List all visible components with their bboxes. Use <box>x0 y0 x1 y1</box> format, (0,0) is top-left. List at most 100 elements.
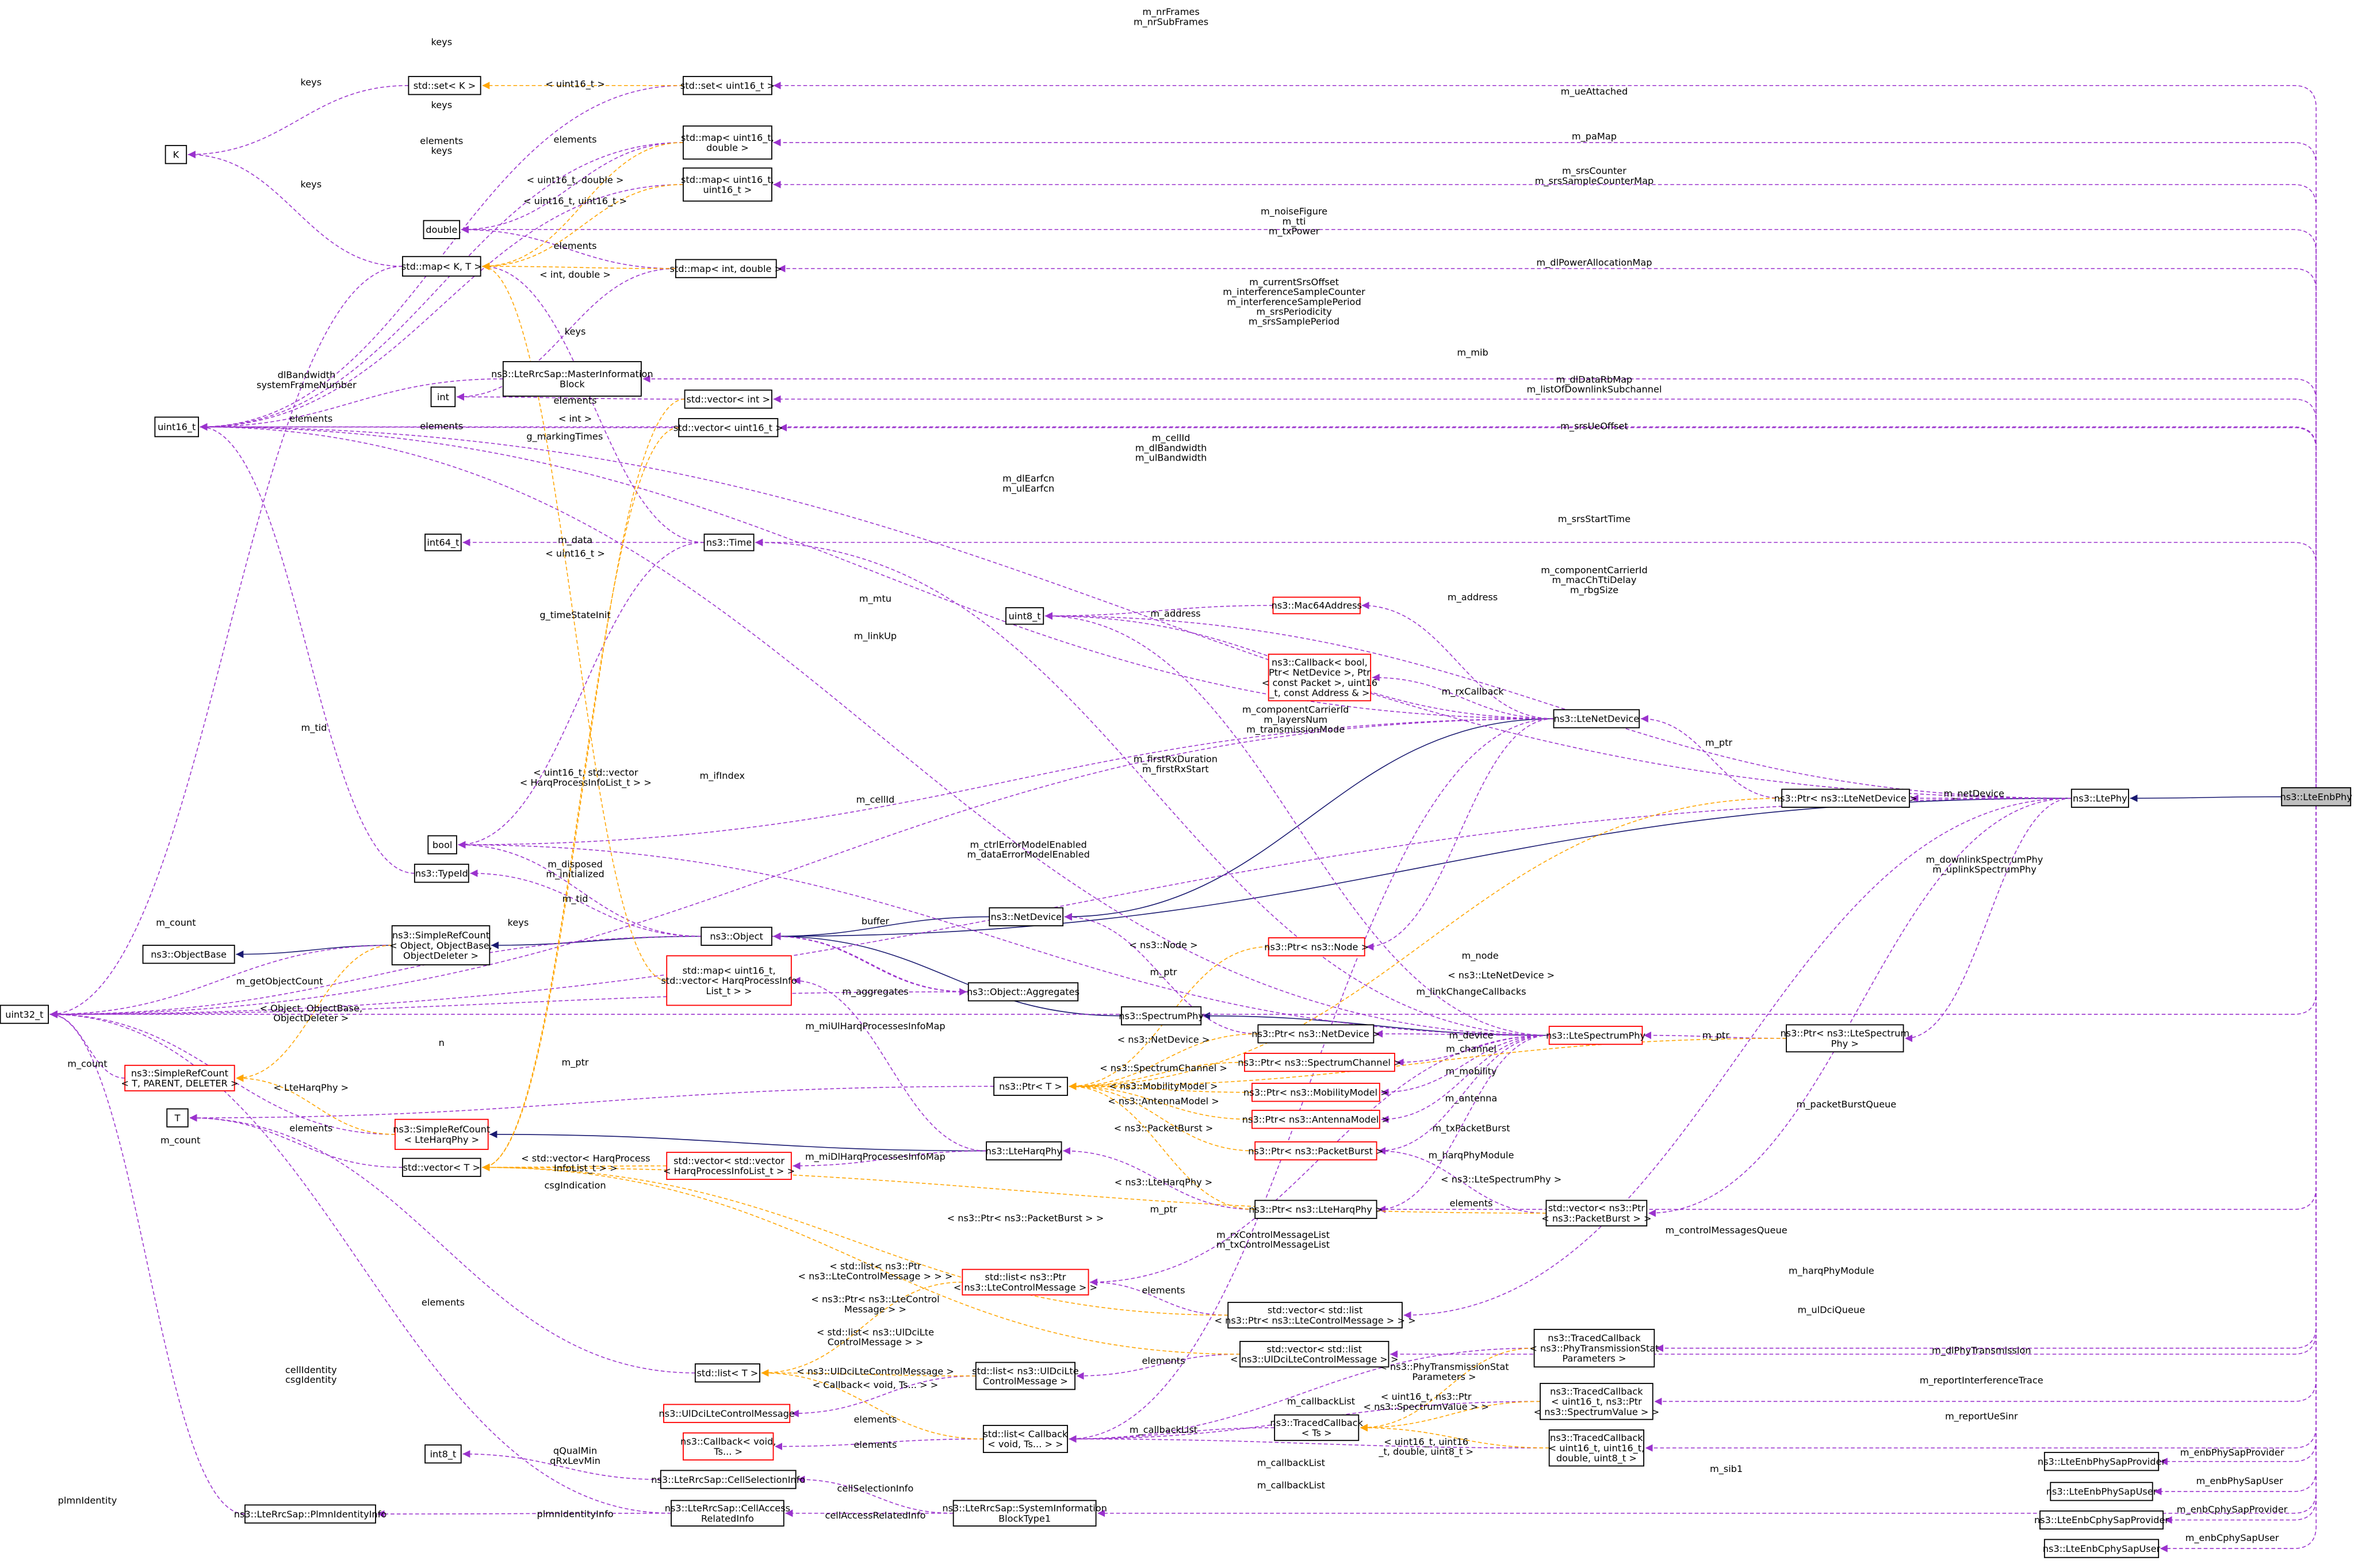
class-node-traced[interactable]: ns3::TracedCallback< Ts > <box>1270 1414 1364 1442</box>
edge-label-line: csgIdentity <box>285 1374 337 1385</box>
class-node-uint8[interactable]: uint8_t <box>1005 607 1044 625</box>
class-node--t[interactable]: T <box>166 1108 189 1128</box>
usage-edge-enbphy-to-mapU16U16 <box>773 181 2317 788</box>
usage-edge-enbphy-to-sapProv <box>2160 806 2317 1466</box>
node-label: uint32_t <box>5 1009 43 1021</box>
node-label: ns3::LteEnbPhySapUser <box>2046 1486 2157 1497</box>
class-node-ptr-mob[interactable]: ns3::Ptr< ns3::MobilityModel > <box>1243 1083 1388 1102</box>
class-node-int8[interactable]: int8_t <box>424 1444 462 1464</box>
class-node-sib1[interactable]: ns3::LteRrcSap::SystemInformationBlockTy… <box>942 1500 1107 1527</box>
class-node-ptr-lte-spec-phy[interactable]: ns3::Ptr< ns3::LteSpectrumPhy > <box>1780 1024 1909 1053</box>
class-node-cphy-prov[interactable]: ns3::LteEnbCphySapProvider <box>2034 1510 2169 1530</box>
class-node-ptr-harq[interactable]: ns3::Ptr< ns3::LteHarqPhy > <box>1249 1199 1383 1219</box>
class-node-object-base[interactable]: ns3::ObjectBase <box>142 945 235 964</box>
usage-edge-sib1-to-cellSel <box>797 1475 954 1514</box>
class-node-int[interactable]: int <box>430 386 456 408</box>
class-node-set-u16[interactable]: std::set< uint16_t > <box>680 76 775 95</box>
class-node-time[interactable]: ns3::Time <box>703 534 755 551</box>
class-node-vec-vec-harq[interactable]: std::vector< std::vector< HarqProcessInf… <box>663 1152 795 1180</box>
usage-edge-vecListCtrl-to-listCtrl <box>1090 1278 1228 1316</box>
class-node-ptr-net-device[interactable]: ns3::Ptr< ns3::NetDevice > <box>1251 1024 1380 1044</box>
class-node-ltephy[interactable]: ns3::LtePhy <box>2070 788 2129 808</box>
node-label: < T, PARENT, DELETER > <box>121 1078 238 1089</box>
template-edge-ptrAnt-to-ptrT <box>1069 1082 1252 1120</box>
class-node-map-u16-u16[interactable]: std::map< uint16_t,uint16_t > <box>681 167 774 202</box>
node-box <box>1251 1083 1380 1102</box>
class-node-vec-ptr-p-b[interactable]: std::vector< ns3::Ptr< ns3::PacketBurst … <box>1541 1199 1652 1226</box>
node-label: std::vector< ns3::Ptr <box>1548 1203 1645 1214</box>
class-node-enbphy[interactable]: ns3::LteEnbPhy <box>2280 787 2352 807</box>
class-node-src-obj[interactable]: ns3::SimpleRefCount< Object, ObjectBase,… <box>389 925 492 965</box>
class-node-lte-net-dev[interactable]: ns3::LteNetDevice <box>1553 709 1640 729</box>
class-node-map-int-double[interactable]: std::map< int, double > <box>670 259 783 278</box>
class-node-uint32[interactable]: uint32_t <box>0 1005 49 1024</box>
class-node-traced-u16[interactable]: ns3::TracedCallback< uint16_t, uint16_t,… <box>1549 1429 1645 1467</box>
class-node-spectrum-phy[interactable]: ns3::SpectrumPhy <box>1119 1006 1204 1026</box>
class-node-ptr-ant[interactable]: ns3::Ptr< ns3::AntennaModel > <box>1242 1110 1390 1129</box>
class-node-traced-phy-tx[interactable]: ns3::TracedCallback< ns3::PhyTransmissio… <box>1529 1329 1659 1368</box>
class-node-callback-bool[interactable]: ns3::Callback< bool,Ptr< NetDevice >, Pt… <box>1262 653 1377 701</box>
class-node-vec-list-ul-dci[interactable]: std::vector< std::list< ns3::UlDciLteCon… <box>1230 1341 1399 1368</box>
class-node-ptr-node[interactable]: ns3::Ptr< ns3::Node > <box>1264 937 1369 957</box>
node-label: Block <box>560 379 585 390</box>
inheritance-edge-ltephy-to-object <box>773 798 2072 940</box>
class-node-int64[interactable]: int64_t <box>424 534 462 551</box>
edge-label-line: m_count <box>156 917 196 929</box>
class-node-set-k[interactable]: std::set< K > <box>408 76 481 95</box>
class-node-list-callback[interactable]: std::list< Callback< void, Ts... > > <box>982 1425 1068 1453</box>
class-node-net-device[interactable]: ns3::NetDevice <box>989 907 1064 927</box>
class-node-aggregates[interactable]: ns3::Object::Aggregates <box>967 982 1080 1002</box>
usage-edge-lteSpecPhy-to-ptrMob <box>1381 1034 1549 1097</box>
usage-edge-object-to-typeId <box>470 869 702 937</box>
class-node-double[interactable]: double <box>423 220 461 239</box>
class-node-ptr-t[interactable]: ns3::Ptr< T > <box>993 1076 1068 1096</box>
edge-label-line: m_ptr <box>1150 967 1177 978</box>
class-node-type-id[interactable]: ns3::TypeId <box>414 864 469 883</box>
edge-label-line: < ns3::PacketBurst > <box>1114 1123 1214 1134</box>
class-node-lte-spec-phy[interactable]: ns3::LteSpectrumPhy <box>1546 1026 1645 1045</box>
usage-edge-enbphy-to-sapUser <box>2154 806 2317 1496</box>
class-node-list-ctrl[interactable]: std::list< ns3::Ptr< ns3::LteControlMess… <box>954 1268 1097 1295</box>
edge-label-line: systemFrameNumber <box>257 379 357 390</box>
class-node-ptr-spec-chan[interactable]: ns3::Ptr< ns3::SpectrumChannel > <box>1238 1053 1402 1072</box>
class-node-vec-t[interactable]: std::vector< T > <box>402 1157 481 1177</box>
class-node-object[interactable]: ns3::Object <box>701 926 772 946</box>
edge-label-line: m_callbackList <box>1257 1480 1325 1492</box>
class-node-cell-sel[interactable]: ns3::LteRrcSap::CellSelectionInfo <box>651 1470 805 1489</box>
class-node-src-harq[interactable]: ns3::SimpleRefCount< LteHarqPhy > <box>393 1118 490 1150</box>
class-node-ptr-p-b[interactable]: ns3::Ptr< ns3::PacketBurst > <box>1248 1141 1384 1161</box>
class-node-uint16[interactable]: uint16_t <box>154 416 199 438</box>
class-node-vec-list-ctrl[interactable]: std::vector< std::list< ns3::Ptr< ns3::L… <box>1214 1302 1416 1329</box>
class-node-traced-spec[interactable]: ns3::TracedCallback< uint16_t, ns3::Ptr<… <box>1534 1383 1660 1420</box>
class-node-map-k-t[interactable]: std::map< K, T > <box>401 256 482 277</box>
class-node-sap-prov[interactable]: ns3::LteEnbPhySapProvider <box>2038 1452 2166 1471</box>
class-node-callback-void[interactable]: ns3::Callback< void,Ts... > <box>680 1432 776 1461</box>
class-node-vec-u16[interactable]: std::vector< uint16_t > <box>673 418 783 438</box>
class-node-list-ul-dci[interactable]: std::list< ns3::UlDciLteControlMessage > <box>972 1362 1079 1390</box>
class-node-ptr-lte-net-dev[interactable]: ns3::Ptr< ns3::LteNetDevice > <box>1774 788 1917 808</box>
class-node-sap-user[interactable]: ns3::LteEnbPhySapUser <box>2046 1482 2157 1501</box>
edge-label-tLteNetDev: < ns3::LteNetDevice > <box>1448 969 1555 980</box>
node-box <box>0 1005 49 1024</box>
class-node-map-harq[interactable]: std::map< uint16_t,std::vector< HarqProc… <box>661 955 797 1006</box>
class-node-ul-dci[interactable]: ns3::UlDciLteControlMessage <box>659 1404 795 1423</box>
class-node-cphy-user[interactable]: ns3::LteEnbCphySapUser <box>2043 1539 2161 1558</box>
class-node--k[interactable]: K <box>164 145 187 164</box>
edge-label-netDevice: m_netDevice <box>1943 788 2004 800</box>
edge-label-line: cellSelectionInfo <box>837 1483 914 1494</box>
class-node-vec-int[interactable]: std::vector< int > <box>684 389 772 409</box>
class-node-bool[interactable]: bool <box>427 835 457 854</box>
class-node-lte-harq-phy[interactable]: ns3::LteHarqPhy <box>986 1141 1063 1161</box>
class-node-plmn[interactable]: ns3::LteRrcSap::PlmnIdentityInfo <box>234 1504 386 1524</box>
class-node-mac64[interactable]: ns3::Mac64Address <box>1271 596 1362 615</box>
class-node-list-t[interactable]: std::list< T > <box>694 1363 760 1383</box>
edge-label-tInt: < int > <box>558 413 592 424</box>
class-node-src-t[interactable]: ns3::SimpleRefCount< T, PARENT, DELETER … <box>121 1064 238 1092</box>
edge-label-tU16: < uint16_t > <box>545 78 605 90</box>
edge-label-line: cellIdentity <box>285 1364 337 1375</box>
class-node-map-u16-double[interactable]: std::map< uint16_t,double > <box>681 125 774 160</box>
